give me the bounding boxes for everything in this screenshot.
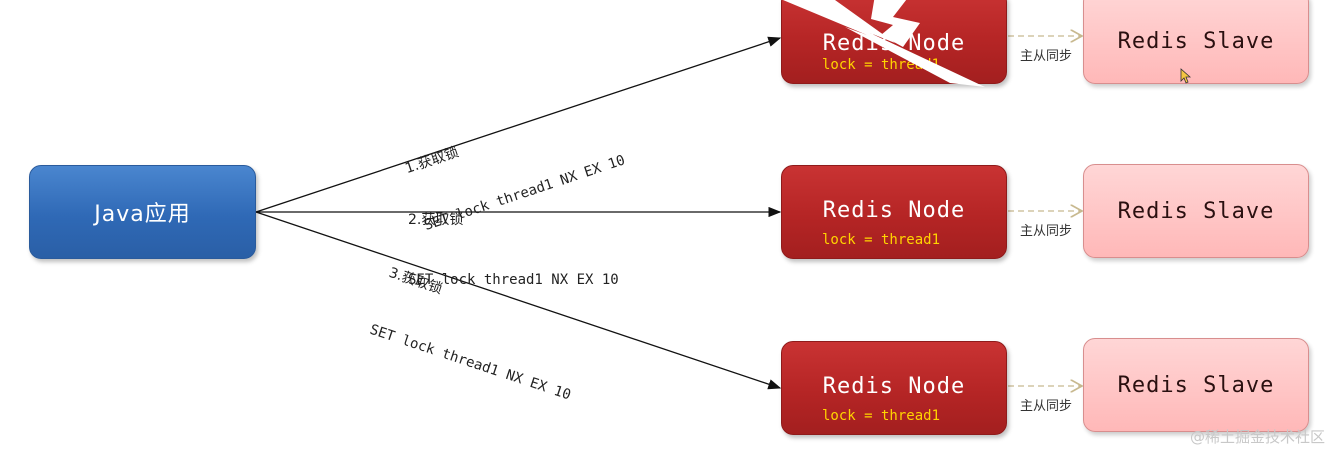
sync-label-1: 主从同步 — [1019, 49, 1072, 64]
redis-slave-1-title: Redis Slave — [1117, 28, 1275, 54]
sync-label-2: 主从同步 — [1019, 224, 1072, 239]
redis-slave-2-title: Redis Slave — [1117, 198, 1275, 224]
redis-node-3-title: Redis Node — [822, 373, 966, 399]
mouse-pointer-icon — [1180, 68, 1192, 84]
redis-node-2-title: Redis Node — [822, 197, 966, 223]
redis-node-2: Redis Node lock = thread1 — [781, 165, 1007, 259]
lock-step-2-label: 2.获取锁 SET lock thread1 NX EX 10 — [408, 170, 619, 310]
watermark: @稀土掘金技术社区 — [1189, 428, 1325, 446]
lock-arrow-3 — [255, 211, 782, 390]
redis-slave-3: Redis Slave — [1083, 338, 1309, 432]
redis-slave-1: Redis Slave — [1083, 0, 1309, 84]
lock-step-2-title: 2.获取锁 — [408, 212, 464, 228]
redis-slave-3-title: Redis Slave — [1117, 372, 1275, 398]
lock-step-2-command: SET lock thread1 NX EX 10 — [408, 272, 619, 288]
lightning-failure-icon — [783, 0, 985, 87]
redis-node-2-lock: lock = thread1 — [822, 232, 941, 248]
lock-arrow-1 — [255, 36, 782, 213]
sync-label-3: 主从同步 — [1019, 399, 1072, 414]
java-app-node: Java应用 — [29, 165, 256, 259]
redis-slave-2: Redis Slave — [1083, 164, 1309, 258]
redis-node-3-lock: lock = thread1 — [822, 408, 941, 424]
java-app-label: Java应用 — [94, 202, 191, 227]
redis-node-3: Redis Node lock = thread1 — [781, 341, 1007, 435]
